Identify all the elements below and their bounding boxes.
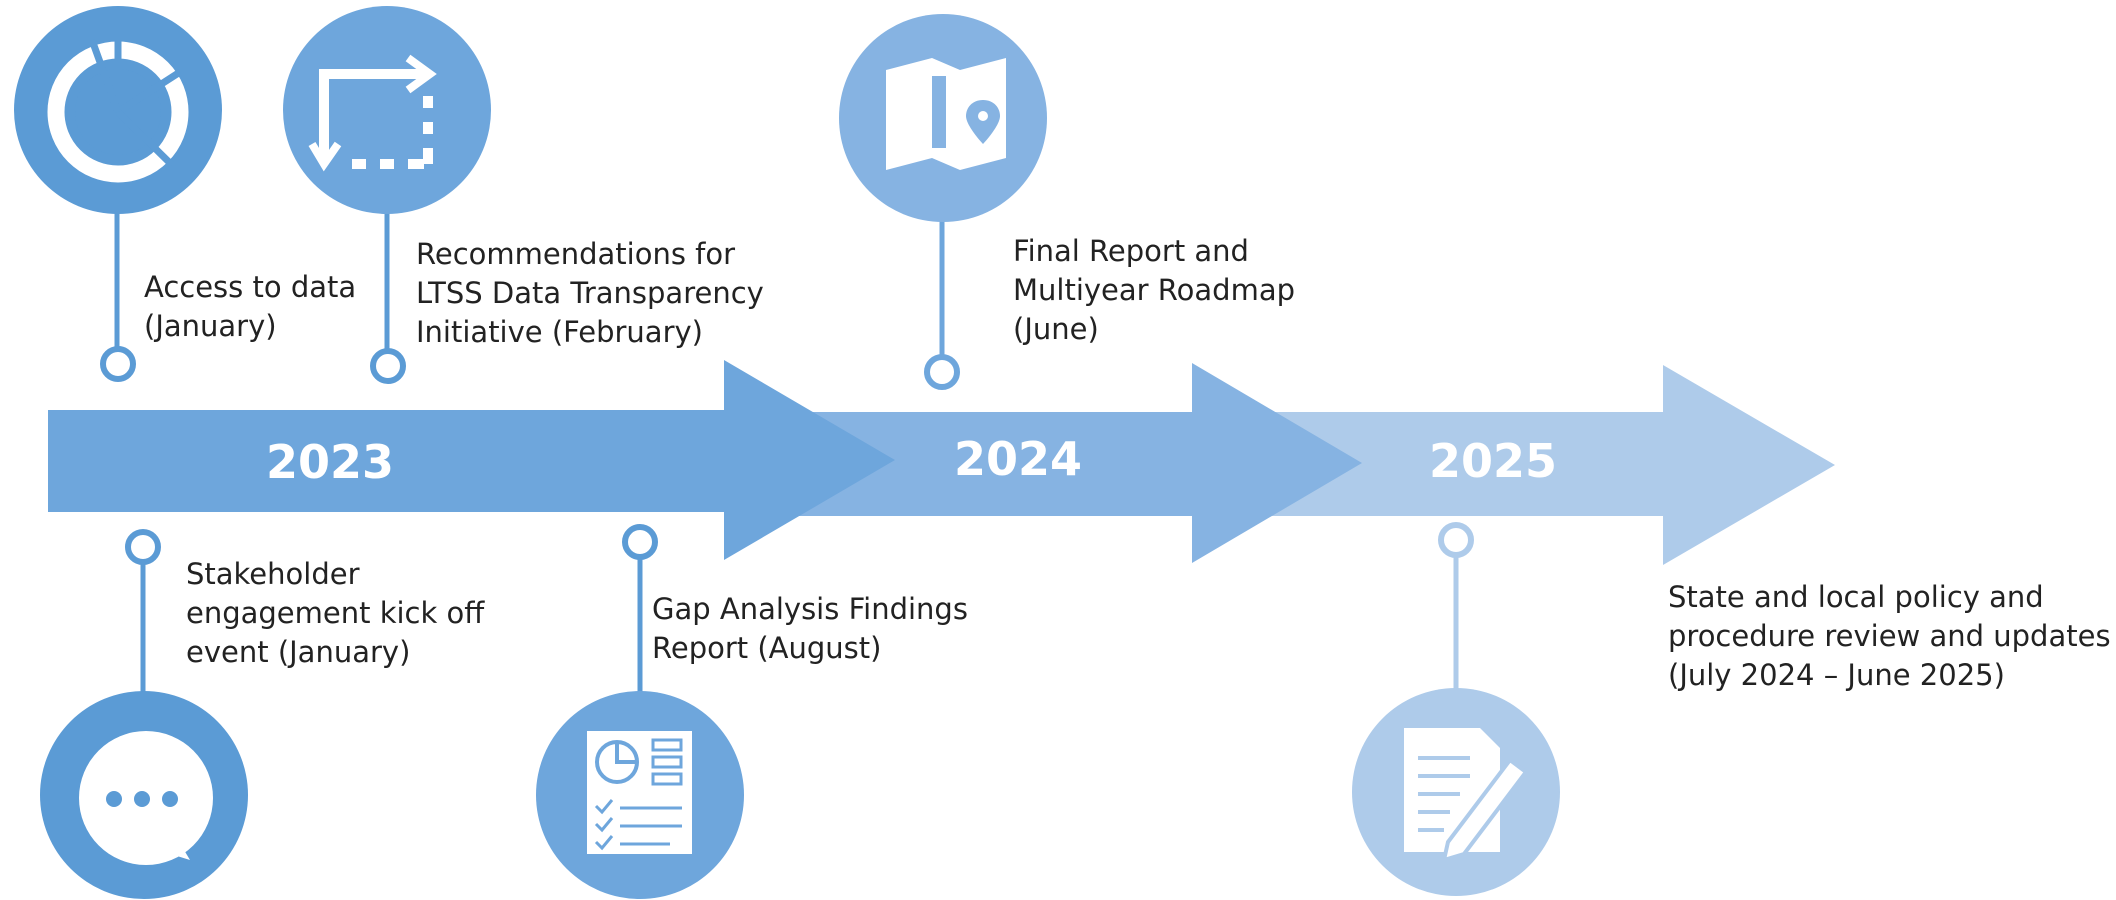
year-label-2024: 2024 [954,432,1082,486]
arrow-2024 [775,363,1362,563]
milestone-access-to-data [14,6,222,382]
year-label-2023: 2023 [266,435,394,489]
milestone-recommendations [283,6,491,384]
milestone-policy-review [1352,522,1560,896]
milestone-stakeholder-engagement [40,529,248,899]
milestone-final-report [839,14,1047,390]
map-pin-icon [886,58,1006,170]
report-checklist-icon [587,731,692,854]
speech-bubble-icon [79,731,213,865]
document-pen-icon [1404,728,1529,863]
year-label-2025: 2025 [1429,434,1557,488]
label-recommendations: Recommendations for LTSS Data Transparen… [416,237,764,349]
label-gap-analysis: Gap Analysis Findings Report (August) [652,592,968,665]
label-final-report: Final Report and Multiyear Roadmap (June… [1013,234,1295,346]
milestone-gap-analysis [536,524,744,899]
label-policy-review: State and local policy and procedure rev… [1668,580,2111,692]
chart-ring-icon [47,36,189,183]
arrow-2023 [48,360,895,560]
dotted-square-arrow-icon [308,54,437,172]
label-access-to-data: Access to data (January) [144,270,357,343]
arrow-2025 [1240,365,1835,565]
label-stakeholder-engagement: Stakeholder engagement kick off event (J… [186,557,485,669]
